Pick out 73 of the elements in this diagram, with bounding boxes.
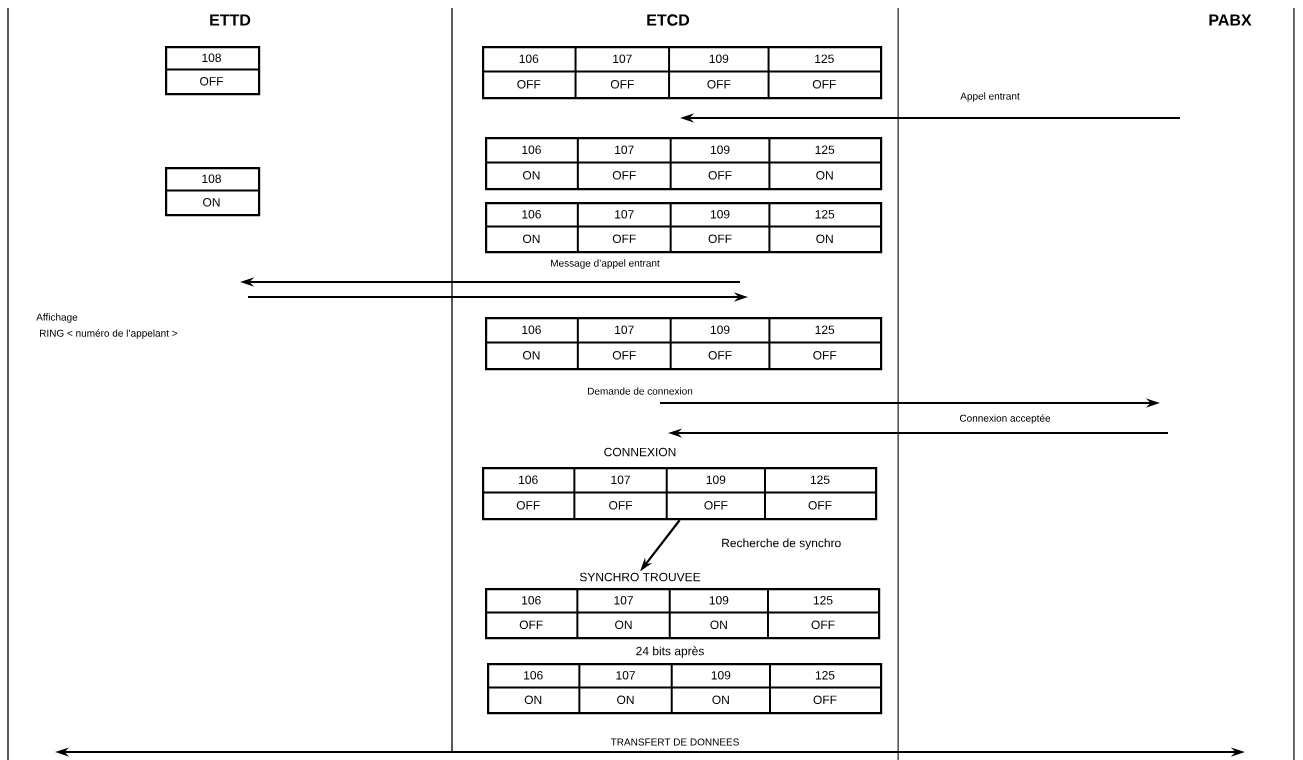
table-cell: ON	[816, 234, 833, 243]
table-cell: OFF	[812, 80, 836, 89]
lane-heading: ETCD	[645, 13, 691, 27]
table-cell: 109	[706, 475, 726, 484]
table-cell: 106	[522, 325, 541, 334]
table-cell: OFF	[708, 171, 732, 180]
edge-label: Recherche de synchro	[720, 537, 843, 551]
table-cell: 106	[522, 210, 541, 219]
note-text: RING < numéro de l’appelant >	[38, 328, 179, 340]
table-cell: ON	[203, 198, 220, 207]
table-cell: OFF	[612, 234, 636, 243]
table-cell: OFF	[517, 80, 541, 89]
table-cell: 109	[710, 325, 730, 334]
table-cell: 107	[615, 325, 634, 334]
table-cell: ON	[816, 171, 833, 180]
table-cell: OFF	[813, 695, 837, 704]
table-cell: ON	[710, 620, 727, 629]
state-text: CONNEXION	[604, 447, 676, 457]
table-cell: OFF	[704, 501, 728, 510]
table-cell: 125	[810, 475, 830, 484]
table-cell: OFF	[808, 501, 832, 510]
table-cell: 107	[611, 475, 630, 484]
table-cell: 106	[522, 596, 541, 605]
table-cell: 125	[815, 671, 835, 680]
table-cell: 125	[815, 325, 835, 334]
table-cell: OFF	[708, 234, 732, 243]
table-cell: ON	[617, 695, 634, 704]
state-text: 24 bits après	[636, 646, 704, 658]
table-cell: OFF	[612, 351, 636, 360]
table-cell: OFF	[813, 351, 837, 360]
table-cell: OFF	[707, 80, 731, 89]
table-cell: 107	[613, 54, 632, 63]
table-cell: 107	[615, 210, 634, 219]
state-text: SYNCHRO TROUVEE	[578, 571, 702, 583]
note-text: Demande de connexion	[586, 386, 694, 396]
table-cell: ON	[524, 695, 542, 704]
table-cell: OFF	[610, 80, 634, 89]
table-cell: 106	[522, 145, 541, 154]
note-text: Affichage	[35, 312, 79, 324]
table-cell: ON	[523, 234, 540, 243]
table-cell: OFF	[200, 77, 224, 86]
table-cell: OFF	[516, 501, 540, 510]
note-text: Appel entrant	[959, 91, 1021, 103]
table-cell: 108	[202, 53, 221, 62]
table-cell: OFF	[609, 501, 633, 510]
table-cell: 106	[524, 671, 543, 680]
table-cell: OFF	[811, 620, 835, 629]
table-cell: 125	[815, 145, 835, 154]
table-cell: 125	[815, 210, 835, 219]
table-cell: ON	[712, 695, 729, 704]
table-cell: ON	[523, 351, 540, 360]
note-text: Connexion acceptée	[958, 413, 1052, 425]
table-cell: OFF	[708, 351, 732, 360]
table-cell: 107	[616, 671, 635, 680]
table-cell: OFF	[612, 171, 636, 180]
table-cell: ON	[615, 620, 632, 629]
table-cell: 108	[202, 174, 221, 183]
table-cell: 125	[813, 596, 833, 605]
lane-heading: ETTD	[208, 13, 252, 27]
table-cell: 107	[615, 145, 634, 154]
note-text: TRANSFERT DE DONNEES	[609, 737, 741, 747]
table-cell: 109	[709, 54, 729, 63]
table-cell: 109	[709, 596, 729, 605]
table-cell: 125	[815, 54, 834, 63]
table-cell: 109	[711, 671, 731, 680]
lane-heading: PABX	[1207, 13, 1253, 27]
table-cell: OFF	[519, 620, 543, 629]
table-cell: 107	[614, 596, 633, 605]
table-cell: 106	[519, 54, 539, 63]
table-cell: ON	[523, 171, 540, 180]
table-cell: 109	[710, 145, 730, 154]
table-cell: 106	[519, 475, 538, 484]
table-cell: 109	[710, 210, 730, 219]
